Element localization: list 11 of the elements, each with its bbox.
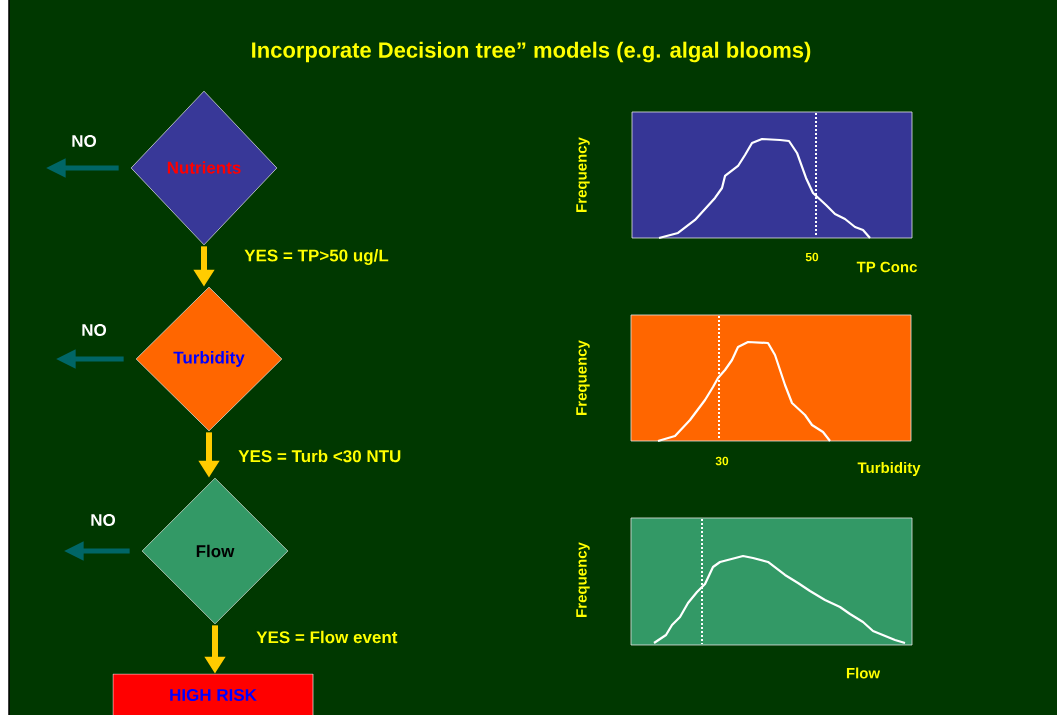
axis-label: Frequency xyxy=(576,137,590,212)
result-box: HIGH RISK xyxy=(112,673,314,715)
title: Incorporate Decision tree” models (e.g. algal blooms) xyxy=(252,41,811,63)
axis-label: TP Conc xyxy=(856,261,917,273)
tick-label: 50 xyxy=(805,252,819,262)
tick-label: 30 xyxy=(715,456,729,466)
axis-label: Frequency xyxy=(576,340,590,415)
axis-label: Frequency xyxy=(576,542,590,617)
axis-label: Flow xyxy=(846,667,881,679)
edge-label: YES = TP>50 ug/L xyxy=(243,248,390,266)
axis-label: Turbidity xyxy=(857,462,921,476)
